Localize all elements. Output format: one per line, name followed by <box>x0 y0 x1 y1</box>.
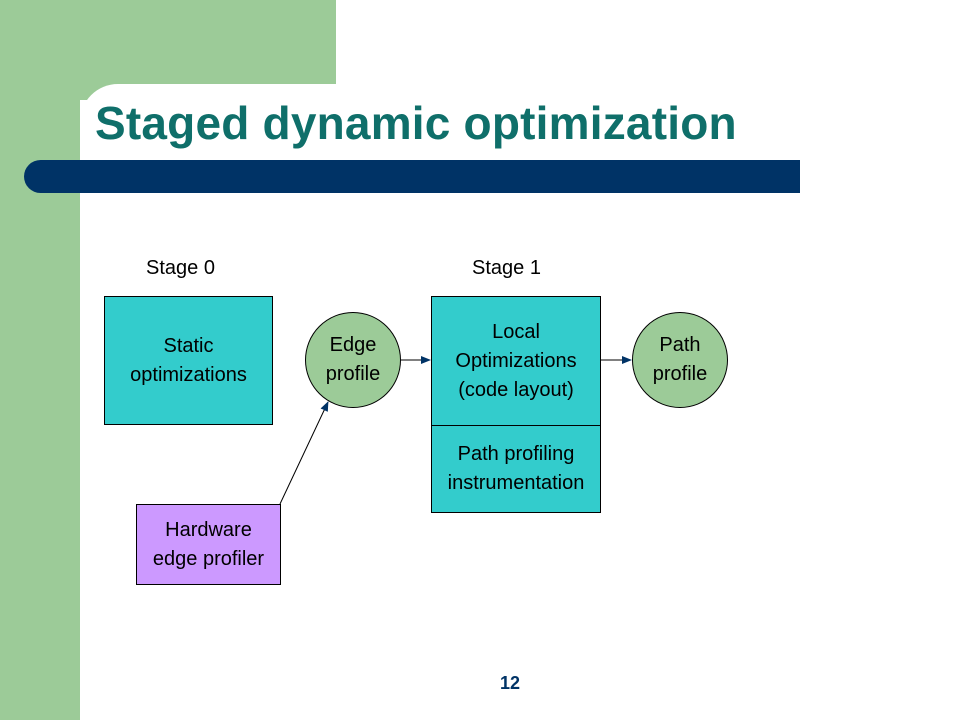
static-optimizations-label: Static optimizations <box>130 334 247 386</box>
hardware-edge-profiler-box: Hardware edge profiler <box>136 504 281 585</box>
stage-1-label: Stage 1 <box>472 257 541 279</box>
hardware-edge-profiler-label: Hardware edge profiler <box>152 518 265 570</box>
static-optimizations-box: Static optimizations <box>104 296 273 425</box>
path-profiling-instrumentation-label: Path profiling instrumentation <box>447 443 585 494</box>
edge-profile-circle: Edge profile <box>305 312 401 408</box>
background-top-band <box>80 0 336 100</box>
local-optimizations-box: Local Optimizations (code layout) <box>431 296 601 426</box>
local-optimizations-label: Local Optimizations (code layout) <box>455 320 577 401</box>
slide-title: Staged dynamic optimization <box>95 97 737 149</box>
background-left-band <box>0 0 80 720</box>
path-profile-circle: Path profile <box>632 312 728 408</box>
title-underline-bar <box>24 160 800 193</box>
path-profile-label: Path profile <box>652 334 708 385</box>
edge-profile-label: Edge profile <box>325 334 381 385</box>
path-profiling-instrumentation-box: Path profiling instrumentation <box>431 425 601 513</box>
arrow-hardware-to-edge-profile <box>279 401 329 505</box>
stage-0-label: Stage 0 <box>146 257 215 279</box>
page-number: 12 <box>499 673 521 693</box>
